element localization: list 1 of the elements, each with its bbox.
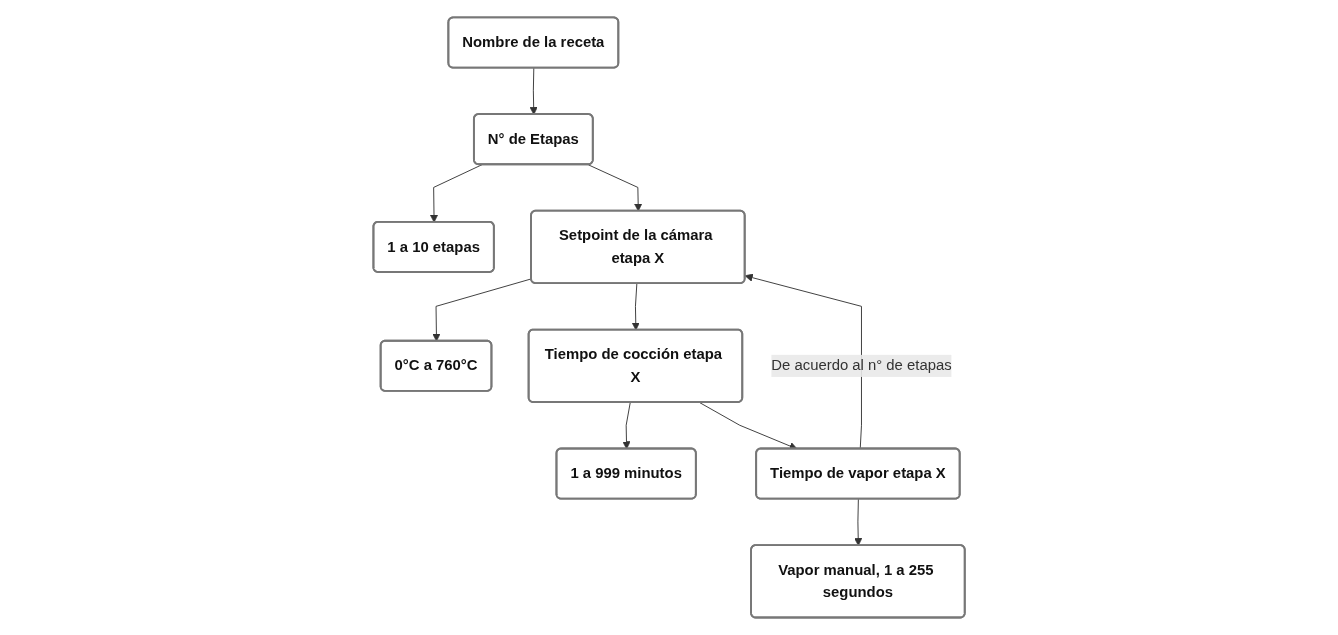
edge-label: De acuerdo al n° de etapas: [771, 357, 952, 374]
